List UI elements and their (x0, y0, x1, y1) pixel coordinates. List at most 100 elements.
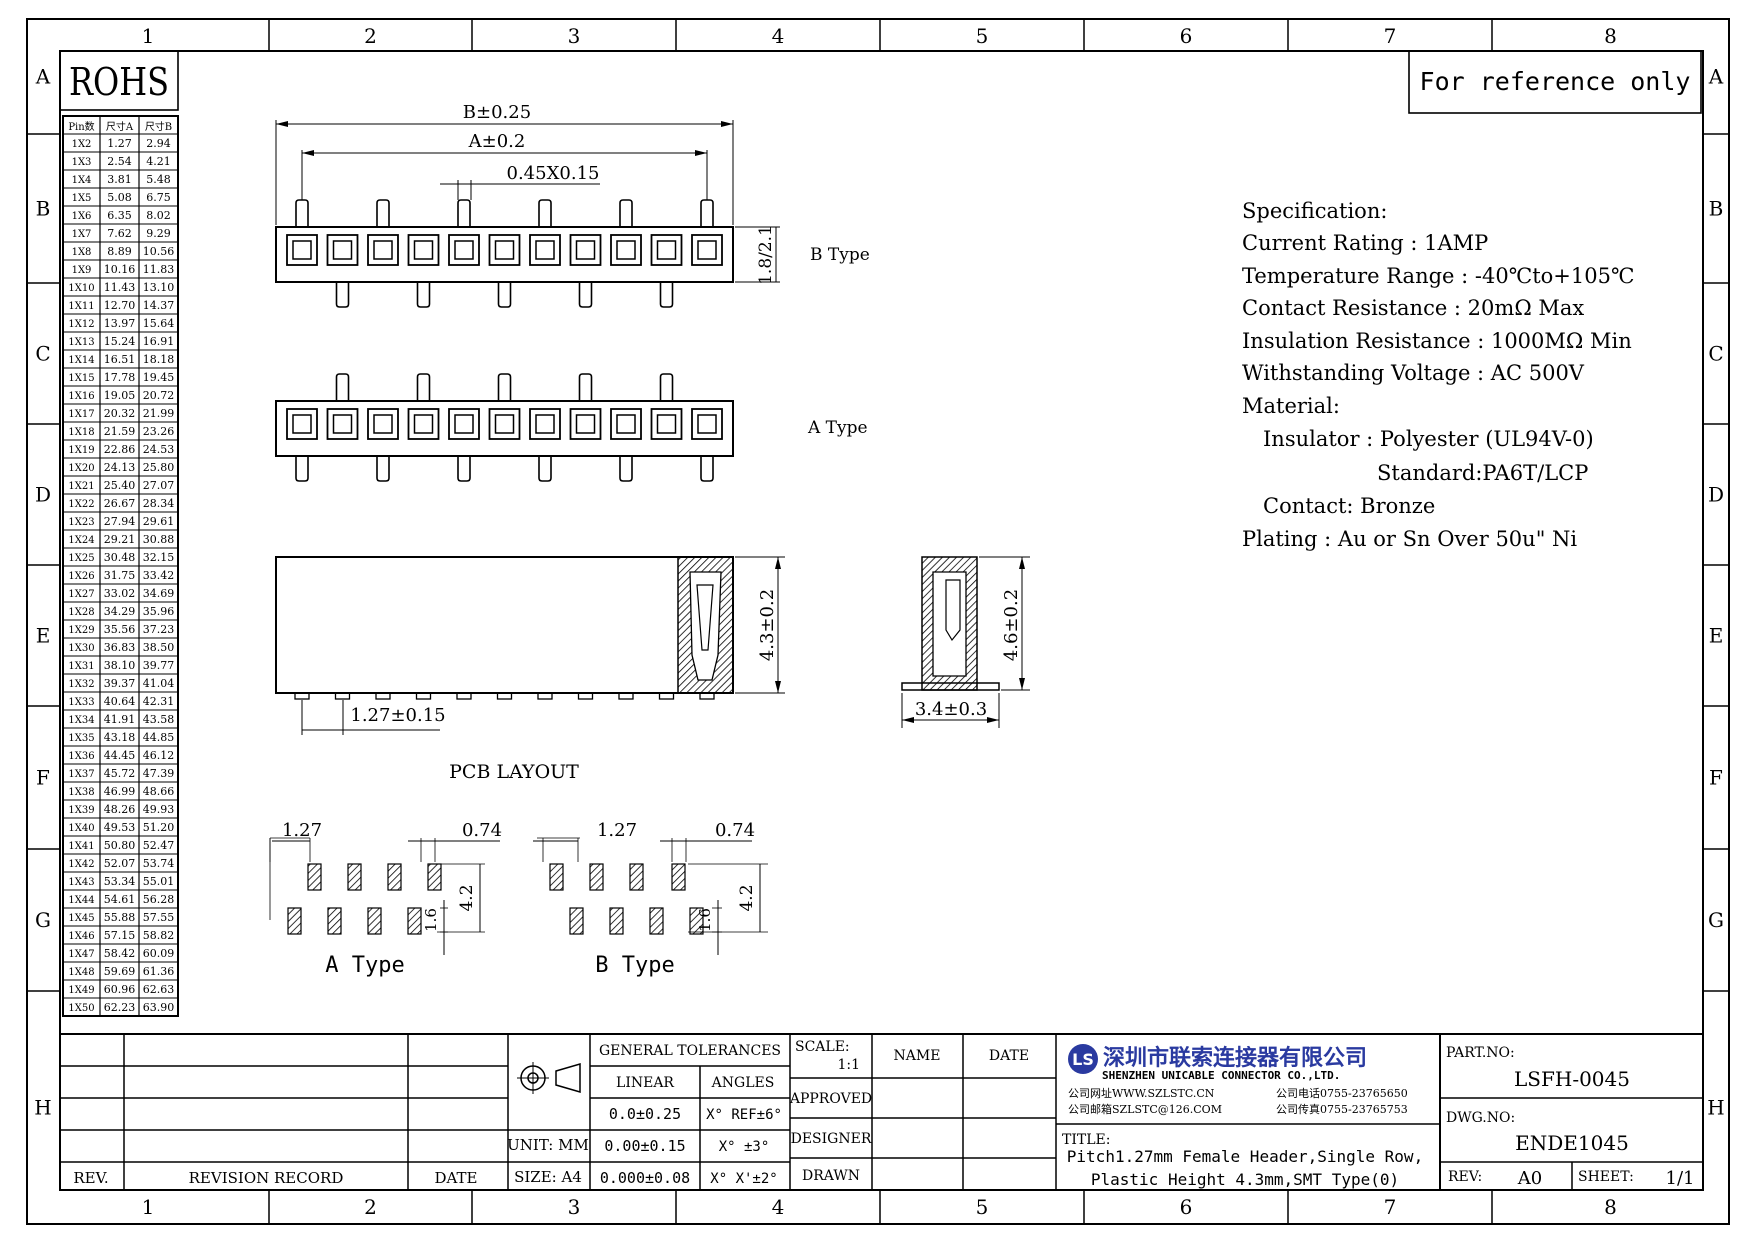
pin-lead (457, 199, 471, 227)
pin-count-cell: 1X8 (72, 247, 92, 258)
pcb-pad (367, 907, 382, 935)
pin-dim-cell: 62.23 (104, 1001, 136, 1014)
date-header: DATE (989, 1048, 1029, 1064)
pin-count-cell: 1X3 (72, 157, 92, 168)
pin-count-cell: 1X2 (72, 139, 92, 150)
grid-col-top-1: 1 (142, 24, 155, 48)
dimension-height-43: 4.3±0.2 (757, 589, 778, 661)
pin-dim-cell: 62.63 (143, 983, 175, 996)
pin-count-cell: 1X35 (68, 733, 94, 744)
company-email: 公司邮箱SZLSTC@126.COM (1068, 1102, 1222, 1116)
spec-title: Specification: (1242, 199, 1387, 223)
pin-dim-cell: 54.61 (104, 893, 136, 906)
outer-border (26, 18, 1730, 1225)
pin-foot (375, 692, 391, 700)
pin-lead (457, 456, 471, 482)
pin-foot (537, 692, 553, 700)
pin-foot (415, 692, 432, 700)
pin-lead (416, 373, 431, 401)
grid-col-bottom-4: 4 (772, 1195, 785, 1219)
pin-count-cell: 1X40 (68, 823, 94, 834)
company-phone: 公司电话0755-23765650 (1276, 1087, 1408, 1100)
pcb-pad (287, 907, 302, 935)
unit-label: UNIT: MM (507, 1136, 589, 1154)
angle-tol-2: X° ±3° (719, 1139, 770, 1155)
pin-dim-cell: 46.99 (104, 785, 136, 798)
pin-dim-cell: 40.64 (104, 695, 136, 708)
contact-cell (488, 234, 521, 266)
pin-dim-cell: 12.70 (104, 299, 136, 312)
pin-count-cell: 1X26 (68, 571, 94, 582)
pin-count-cell: 1X33 (68, 697, 94, 708)
pin-dim-cell: 5.08 (107, 191, 132, 204)
grid-row-left-E: E (36, 624, 51, 648)
pin-table-header: 尺寸A (106, 120, 134, 133)
pin-dim-cell: 27.07 (143, 479, 175, 492)
pin-dim-cell: 2.54 (107, 155, 132, 168)
pin-dim-cell: 52.47 (143, 839, 175, 852)
spec-insulation: Insulation Resistance : 1000MΩ Min (1242, 329, 1632, 353)
dimension-width-34: 3.4±0.3 (915, 699, 987, 720)
pin-lead (578, 282, 593, 308)
pin-dim-cell: 11.43 (104, 281, 136, 294)
pin-dim-cell: 37.23 (143, 623, 175, 636)
pin-lead (497, 373, 512, 401)
pin-count-cell: 1X27 (68, 589, 94, 600)
grid-col-top-6: 6 (1180, 24, 1193, 48)
pin-dim-cell: 36.83 (104, 641, 136, 654)
pin-dim-cell: 53.74 (143, 857, 175, 870)
pin-count-cell: 1X44 (68, 895, 94, 906)
pcb-b-pad-width: 0.74 (715, 820, 755, 841)
pin-dim-cell: 43.18 (104, 731, 136, 744)
pcb-pad (347, 863, 362, 891)
pin-dim-cell: 29.61 (143, 515, 175, 528)
pcb-a-pitch: 1.27 (282, 820, 322, 841)
pin-dim-cell: 59.69 (104, 965, 136, 978)
pin-table-header: Pin数 (68, 120, 94, 133)
grid-col-top-2: 2 (364, 24, 377, 48)
sheet-label: SHEET: (1578, 1169, 1634, 1185)
dimension-pin-width: 0.45X0.15 (507, 163, 600, 184)
pin-dim-cell: 9.29 (146, 227, 171, 240)
approved-label: APPROVED (789, 1091, 872, 1107)
pin-table-header: 尺寸B (145, 120, 172, 133)
grid-col-top-5: 5 (976, 24, 989, 48)
pin-count-cell: 1X23 (68, 517, 94, 528)
grid-row-left-C: C (35, 342, 50, 366)
pin-dim-cell: 47.39 (143, 767, 175, 780)
pin-count-cell: 1X25 (68, 553, 94, 564)
pin-dim-cell: 19.05 (104, 389, 136, 402)
grid-row-right-C: C (1708, 342, 1723, 366)
pin-count-cell: 1X32 (68, 679, 94, 690)
pin-dim-cell: 3.81 (107, 173, 132, 186)
rohs-box (59, 50, 179, 111)
pin-dim-cell: 55.88 (104, 911, 136, 924)
b-type-side-view: B±0.25 A±0.2 0.45X0.15 1.8/2.1 B Type (275, 102, 870, 308)
grid-row-right-H: H (1707, 1096, 1724, 1120)
pin-dim-cell: 38.50 (143, 641, 175, 654)
pin-dim-cell: 57.55 (143, 911, 175, 924)
contact-cell (367, 408, 399, 440)
pin-lead (700, 199, 714, 227)
part-no-value: LSFH-0045 (1514, 1067, 1630, 1091)
pin-dim-cell: 56.28 (143, 893, 175, 906)
pin-dim-cell: 42.31 (143, 695, 175, 708)
pin-dim-cell: 41.91 (104, 713, 136, 726)
pin-count-cell: 1X9 (72, 265, 92, 276)
pin-dim-cell: 16.51 (104, 353, 136, 366)
title-label: TITLE: (1062, 1132, 1110, 1148)
spec-plating: Plating : Au or Sn Over 50u" Ni (1242, 527, 1577, 551)
pin-dim-cell: 5.48 (146, 173, 171, 186)
spec-current: Current Rating : 1AMP (1242, 231, 1488, 255)
pin-dim-cell: 10.16 (104, 263, 136, 276)
contact-cell (367, 234, 399, 266)
contact-cell (326, 234, 359, 266)
company-logo-icon: LS (1068, 1044, 1098, 1074)
pin-dim-cell: 30.48 (104, 551, 136, 564)
pin-dim-cell: 25.80 (143, 461, 175, 474)
drawn-label: DRAWN (802, 1168, 860, 1184)
grid-col-bottom-7: 7 (1384, 1195, 1397, 1219)
pin-dim-cell: 48.26 (104, 803, 136, 816)
